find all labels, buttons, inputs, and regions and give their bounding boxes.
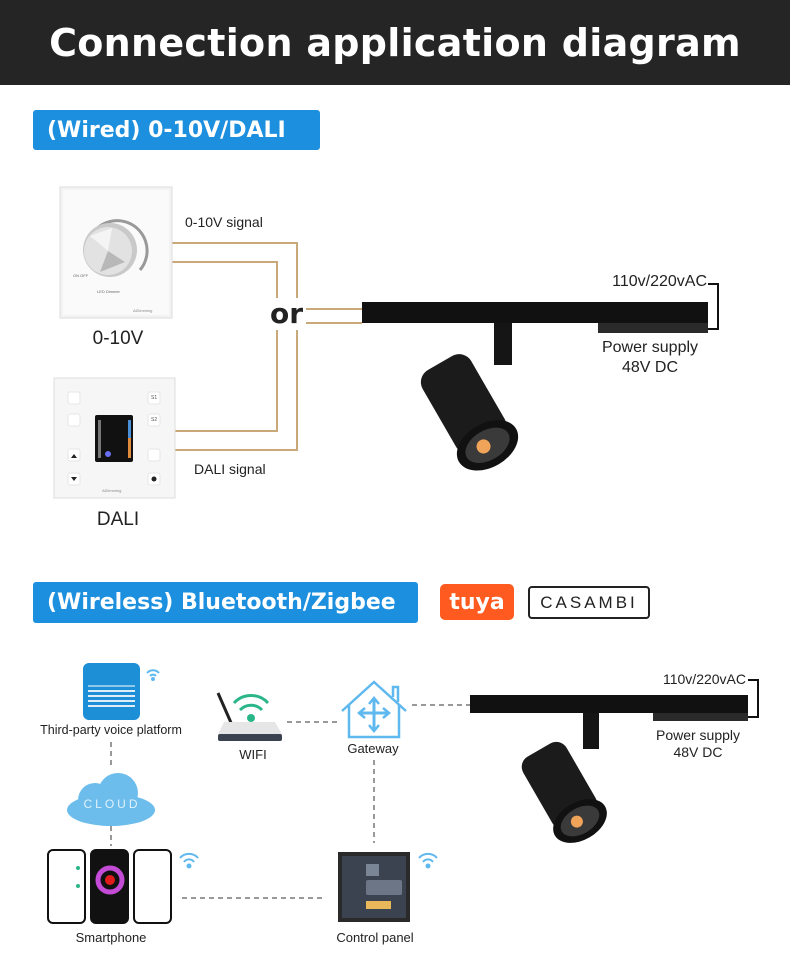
track-rail-wired (362, 283, 719, 333)
dali-panel-image (53, 377, 176, 499)
cloud-icon (67, 773, 155, 826)
spotlight-wired (420, 323, 519, 471)
dimmer-label: 0-10V (92, 328, 144, 349)
header-bar: Connection application diagram (0, 0, 790, 85)
dali-s2-button: S2 (151, 417, 158, 423)
wireless-section-badge: (Wireless) Bluetooth/Zigbee (33, 582, 418, 623)
dali-label: DALI (96, 509, 140, 530)
control-panel-label: Control panel (336, 930, 414, 945)
signal-010v-label: 0-10V signal (185, 214, 263, 230)
mains-label-wired: 110v/220vAC (612, 273, 707, 290)
dimmer-name-text: LED Dimmer (97, 289, 120, 294)
tuya-logo: tuya (440, 584, 514, 620)
gateway-label: Gateway (347, 741, 399, 756)
voice-platform-icon (83, 663, 140, 720)
wifi-router-icon (216, 692, 282, 741)
signal-wires (172, 242, 362, 451)
or-label: or (270, 297, 304, 330)
power-voltage-label-wireless: 48V DC (673, 744, 723, 760)
dimmer-panel-image (59, 186, 173, 319)
wireless-signal-icons (146, 669, 438, 869)
voice-platform-label: Third-party voice platform (40, 723, 182, 737)
power-voltage-label-wired: 48V DC (621, 359, 679, 376)
smartphone-label: Smartphone (75, 930, 147, 945)
track-rail-wireless (470, 679, 759, 721)
power-supply-label-wired: Power supply (601, 339, 699, 356)
page-title: Connection application diagram (49, 20, 741, 65)
dimmer-onoff-text: ON OFF (73, 273, 89, 278)
smartphones-image (47, 849, 172, 924)
spotlight-wireless (521, 713, 607, 843)
dali-brand-text: AiDimming (102, 488, 122, 493)
dali-s1-button: S1 (151, 395, 158, 401)
gateway-icon (341, 680, 407, 739)
power-supply-label-wireless: Power supply (655, 727, 741, 743)
wireless-links (110, 704, 470, 899)
wifi-label: WIFI (239, 747, 267, 762)
cloud-label: CLOUD (83, 797, 141, 811)
wired-section-badge: (Wired) 0-10V/DALI (33, 110, 320, 150)
dimmer-brand-text: AiDimming (133, 308, 153, 313)
casambi-logo: CASAMBI (528, 586, 650, 619)
signal-dali-label: DALI signal (194, 461, 266, 477)
mains-label-wireless: 110v/220vAC (662, 671, 746, 687)
control-panel-image (338, 852, 410, 922)
